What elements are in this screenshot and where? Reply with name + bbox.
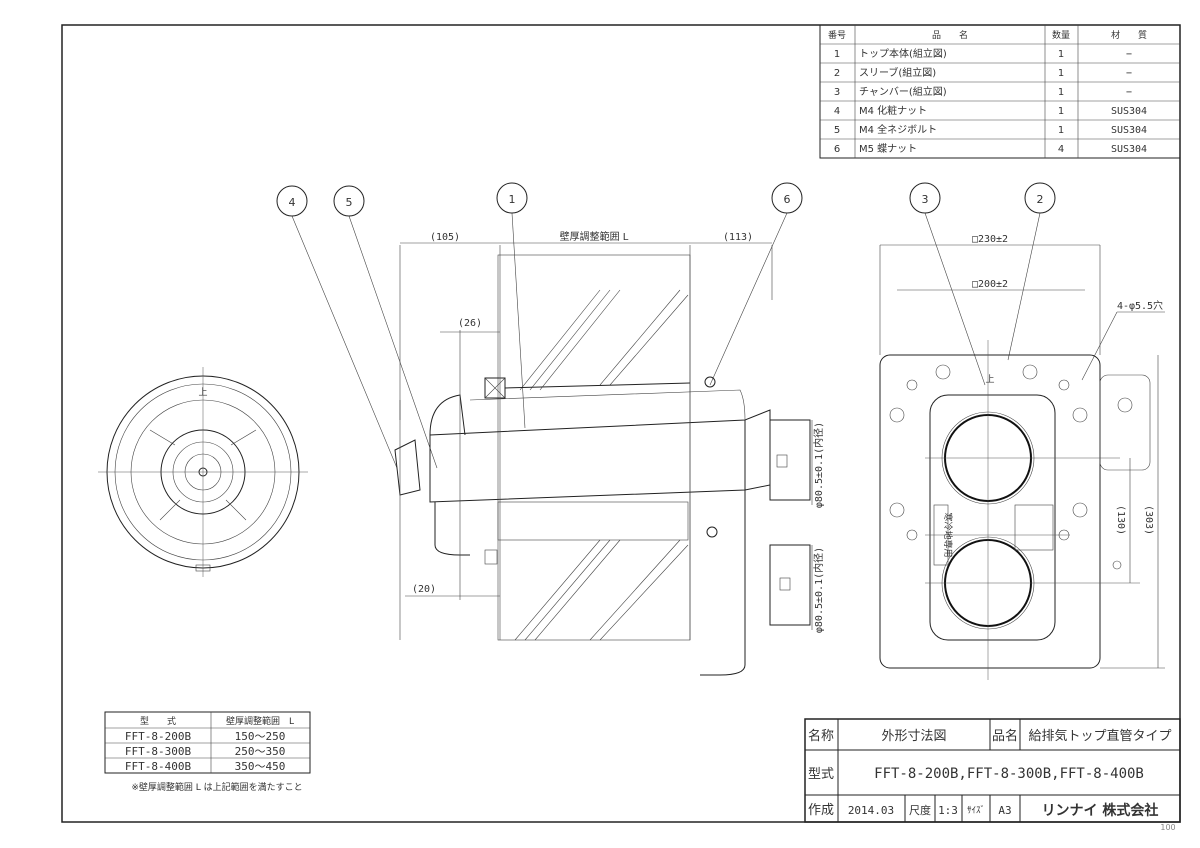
- up-mark-end-view: 上: [198, 387, 207, 398]
- part-material: −: [1126, 68, 1132, 79]
- model-table: 型 式 壁厚調整範囲 L FFT-8-200B 150〜250FFT-8-300B…: [104, 711, 311, 793]
- product-label: 品名: [992, 728, 1018, 744]
- part-no: 1: [834, 49, 840, 60]
- parts-header-qty: 数量: [1052, 29, 1070, 41]
- part-material: SUS304: [1111, 144, 1147, 155]
- balloon-2: 2: [1024, 182, 1056, 214]
- part-name: トップ本体(組立図): [859, 47, 947, 60]
- balloon-5: 5: [333, 185, 365, 217]
- svg-text:6: 6: [784, 193, 791, 206]
- end-view: 上: [98, 367, 308, 577]
- model-note: ※壁厚調整範囲 L は上記範囲を満たすこと: [131, 781, 302, 793]
- balloon-3: 3: [909, 182, 941, 214]
- part-qty: 1: [1058, 87, 1064, 98]
- balloons: 4 5 1 6 3 2: [276, 182, 1056, 469]
- parts-header-name: 品 名: [932, 29, 968, 41]
- part-qty: 1: [1058, 49, 1064, 60]
- part-no: 4: [834, 106, 840, 117]
- part-qty: 1: [1058, 68, 1064, 79]
- model-value: FFT-8-200B,FFT-8-300B,FFT-8-400B: [874, 766, 1144, 782]
- up-mark-front-view: 上: [985, 374, 994, 385]
- dim-26: (26): [458, 318, 482, 329]
- parts-table: 番号 品 名 数量 材 質 1 トップ本体(組立図) 1 − 2 スリーブ(組立図) 1 − 3…: [819, 24, 1181, 159]
- drawing-frame: [61, 24, 1181, 823]
- balloon-4: 4: [276, 185, 308, 217]
- part-no: 6: [834, 144, 840, 155]
- part-material: −: [1126, 87, 1132, 98]
- part-name: M5 蝶ナット: [859, 142, 917, 155]
- part-material: −: [1126, 49, 1132, 60]
- model-range: 250〜350: [235, 745, 286, 758]
- dim-113: (113): [723, 232, 753, 243]
- svg-text:4: 4: [289, 196, 296, 209]
- dim-sq230: □230±2: [972, 234, 1008, 245]
- company-logo: リンナイ 株式会社: [1042, 802, 1159, 819]
- dim-sq200: □200±2: [972, 279, 1008, 290]
- svg-text:2: 2: [1037, 193, 1044, 206]
- front-view: 寒冷地専用 上 □230±2 □200±2 4-φ5.5穴 (130) (303…: [879, 234, 1165, 680]
- part-name: チャンバー(組立図): [859, 85, 947, 98]
- svg-text:3: 3: [922, 193, 929, 206]
- part-name: M4 全ネジボルト: [859, 123, 937, 136]
- part-qty: 4: [1058, 144, 1064, 155]
- name-value: 外形寸法図: [881, 729, 946, 744]
- svg-text:5: 5: [346, 196, 353, 209]
- part-qty: 1: [1058, 125, 1064, 136]
- model-type: FFT-8-400B: [125, 760, 192, 773]
- part-name: スリーブ(組立図): [859, 66, 936, 79]
- dim-wall-range: 壁厚調整範囲 L: [560, 230, 629, 243]
- product-value: 給排気トップ直管タイプ: [1028, 728, 1171, 744]
- size-value: A3: [998, 804, 1011, 817]
- model-type: FFT-8-300B: [125, 745, 192, 758]
- model-header-range: 壁厚調整範囲 L: [226, 715, 294, 727]
- parts-header-material: 材 質: [1111, 29, 1147, 41]
- scale-label: 尺度: [909, 803, 931, 817]
- part-no: 2: [834, 68, 840, 79]
- dim-105: (105): [430, 232, 460, 243]
- scale-value: 1:3: [938, 804, 958, 817]
- part-material: SUS304: [1111, 106, 1147, 117]
- model-range: 150〜250: [235, 730, 286, 743]
- dim-holes: 4-φ5.5穴: [1117, 299, 1163, 312]
- created-label: 作成: [808, 803, 834, 818]
- page-number: 100: [1160, 823, 1175, 832]
- model-type: FFT-8-200B: [125, 730, 192, 743]
- model-range: 350〜450: [235, 760, 286, 773]
- part-material: SUS304: [1111, 125, 1147, 136]
- dim-130: (130): [1115, 505, 1126, 535]
- parts-header-no: 番号: [828, 29, 846, 41]
- name-label: 名称: [808, 728, 834, 744]
- side-view: (105) 壁厚調整範囲 L (113) (26) (20) φ80.5±0.1…: [394, 230, 825, 676]
- cold-region-label: 寒冷地専用: [942, 512, 954, 557]
- title-block: 名称 外形寸法図 品名 給排気トップ直管タイプ 型式 FFT-8-200B,FF…: [804, 718, 1181, 823]
- balloon-6: 6: [771, 182, 803, 214]
- dim-phi-bottom: φ80.5±0.1(内径): [812, 547, 825, 633]
- balloon-1: 1: [496, 182, 528, 214]
- dim-20: (20): [412, 584, 436, 595]
- part-no: 3: [834, 87, 840, 98]
- part-no: 5: [834, 125, 840, 136]
- dim-phi-top: φ80.5±0.1(内径): [812, 422, 825, 508]
- part-name: M4 化粧ナット: [859, 104, 927, 117]
- part-qty: 1: [1058, 106, 1064, 117]
- model-label: 型式: [808, 767, 834, 782]
- size-label: ｻｲｽﾞ: [967, 805, 985, 816]
- svg-text:1: 1: [509, 193, 516, 206]
- dim-303: (303): [1143, 505, 1154, 535]
- model-header-type: 型 式: [140, 715, 176, 727]
- created-value: 2014.03: [848, 804, 894, 817]
